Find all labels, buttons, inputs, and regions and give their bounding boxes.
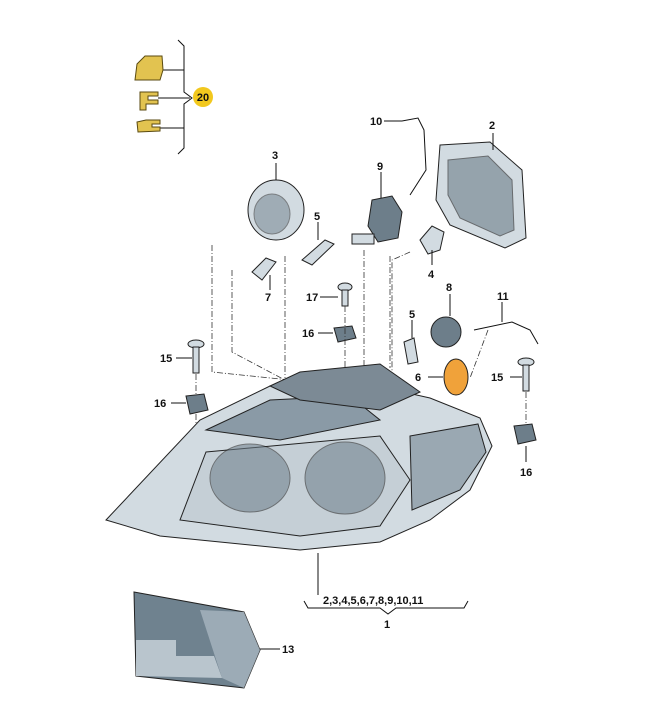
callout-15a: 15 [160,353,172,365]
clip-16d: 16 [513,423,537,479]
bracket-part-icon [139,91,159,111]
callout-1: 1 [384,619,390,631]
clip-16b: 16 [154,393,209,415]
callout-20: 20 [197,92,209,104]
headlight-assembly [105,363,493,551]
bracket-part-icon [134,55,164,81]
callout-5b: 5 [409,309,415,321]
wire-11: 11 [473,291,539,345]
bulb-7: 7 [251,257,277,304]
housing-cover-2: 2 [435,120,527,249]
callout-16d: 16 [520,467,532,479]
cap-3: 3 [247,150,305,241]
clip-16a: 16 [302,325,357,343]
bulb-5a: 5 [301,211,335,266]
group-bracket-1: 2,3,4,5,6,7,8,9,10,11 1 [303,553,469,631]
bulb-5b: 5 [403,309,419,365]
bulb-4: 4 [419,225,445,281]
assembly-lines [195,245,527,430]
label-sticker-13: 13 [133,591,294,689]
callout-3: 3 [272,150,278,162]
callout-11: 11 [497,291,509,303]
callout-7: 7 [265,292,271,304]
callout-15b: 15 [491,372,503,384]
screw-15a: 15 [160,339,205,374]
callout-badge [193,87,213,107]
callout-16b: 16 [154,398,166,410]
callout-10: 10 [370,116,382,128]
screw-15b: 15 [491,357,535,392]
callout-5a: 5 [314,211,320,223]
socket-8: 8 [430,282,462,348]
callout-13: 13 [282,644,294,656]
callout-2: 2 [489,120,495,132]
callout-group-members: 2,3,4,5,6,7,8,9,10,11 [323,595,423,607]
bulb-6: 6 [415,358,469,396]
screw-17: 17 [306,282,353,307]
callout-8: 8 [446,282,452,294]
bracket-set-20: 20 [134,39,213,155]
callout-17: 17 [306,292,318,304]
callout-9: 9 [377,161,383,173]
callout-4: 4 [428,269,435,281]
leveling-motor-9: 9 [351,161,403,245]
callout-16a: 16 [302,328,314,340]
callout-6: 6 [415,372,421,384]
bracket-part-icon [136,119,161,133]
wire-10: 10 [370,116,427,196]
